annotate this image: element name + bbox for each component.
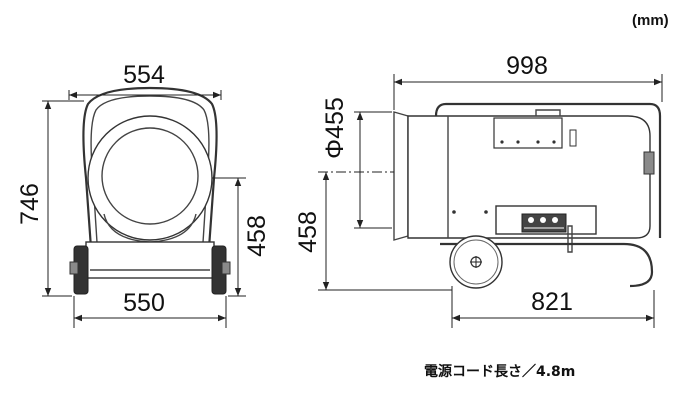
front-top-width-label: 554 bbox=[123, 61, 165, 89]
side-top-panel bbox=[493, 117, 563, 149]
side-wheelbase-label: 821 bbox=[531, 288, 573, 316]
side-length-label: 998 bbox=[506, 52, 548, 80]
side-rear-stand bbox=[623, 242, 654, 288]
side-burner-height-label: 458 bbox=[294, 211, 322, 253]
dim-front-burner-height: 458 bbox=[212, 177, 271, 297]
unit-label: (mm) bbox=[632, 12, 669, 29]
front-height-label: 746 bbox=[16, 183, 44, 225]
dim-side-duct-diameter: Φ455 bbox=[321, 97, 392, 229]
front-base-bar bbox=[85, 241, 215, 279]
dim-front-base-width: 550 bbox=[73, 289, 227, 328]
front-base-width-label: 550 bbox=[123, 289, 165, 317]
front-handle-frame bbox=[82, 86, 218, 263]
side-handle-frame bbox=[434, 102, 662, 238]
dim-side-length: 998 bbox=[393, 52, 663, 110]
dim-side-burner-height: 458 bbox=[294, 172, 452, 291]
side-view bbox=[393, 102, 662, 289]
side-outlet-duct bbox=[393, 111, 409, 241]
dim-front-height: 746 bbox=[16, 100, 84, 297]
front-outlet-circle bbox=[101, 127, 199, 225]
front-view bbox=[69, 86, 231, 295]
dim-front-top-width: 554 bbox=[68, 61, 222, 100]
cord-length-note: 電源コード長さ／4.8m bbox=[424, 363, 575, 380]
front-burner-height-label: 458 bbox=[243, 215, 271, 257]
side-duct-diameter-label: Φ455 bbox=[321, 97, 349, 159]
dim-side-wheelbase: 821 bbox=[451, 286, 655, 328]
